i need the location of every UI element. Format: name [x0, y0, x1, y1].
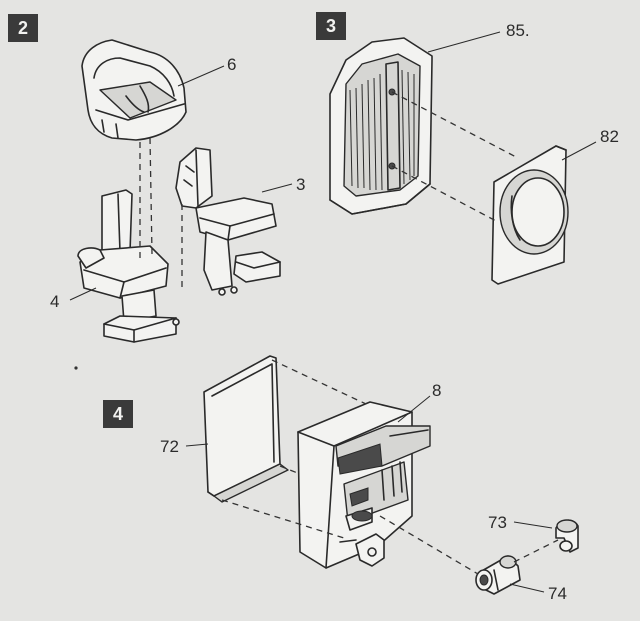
- guide-line: [391, 91, 519, 159]
- box-part-8: [297, 401, 431, 569]
- guide-line: [279, 465, 301, 475]
- guide-line: [271, 359, 367, 405]
- panel-part-72: [203, 355, 289, 503]
- seat-part-6: [81, 39, 187, 141]
- elbow-part-73: [555, 519, 579, 553]
- seat-part-3: [175, 147, 281, 296]
- guide-line: [149, 137, 153, 255]
- nozzle-part-74: [475, 555, 521, 595]
- guide-line: [379, 515, 479, 575]
- radiator-part-85: [329, 37, 433, 215]
- radiator-ring-part-82: [491, 145, 569, 285]
- guide-line: [391, 165, 499, 223]
- part-label-6: 6: [227, 55, 237, 74]
- part-label-8: 8: [432, 381, 442, 400]
- part-label-4: 4: [50, 292, 60, 311]
- part-label-72: 72: [160, 437, 179, 456]
- guide-line: [513, 539, 559, 563]
- part-label-3: 3: [296, 175, 306, 194]
- step-badge-2: 2: [8, 14, 38, 42]
- part-label-73: 73: [488, 513, 507, 532]
- part-label-82: 82: [600, 127, 619, 146]
- part-label-74: 74: [548, 584, 567, 603]
- step-badge-4: 4: [103, 400, 133, 428]
- part-label-85: 85.: [506, 21, 530, 40]
- seat-part-4: [77, 189, 180, 343]
- step-badge-3: 3: [316, 12, 346, 40]
